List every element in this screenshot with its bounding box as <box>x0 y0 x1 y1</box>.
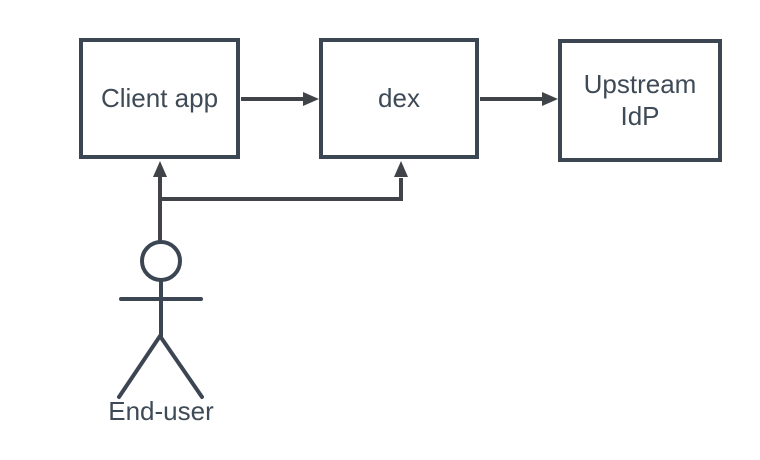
actor-end-user-label: End-user <box>108 396 214 426</box>
edge-end-user-to-client-app <box>153 161 167 241</box>
person-icon <box>117 240 204 399</box>
node-dex-label: dex <box>378 82 420 113</box>
node-dex: dex <box>319 38 479 159</box>
edge-end-user-to-dex <box>160 161 408 201</box>
edge-dex-to-upstream-idp <box>480 92 558 106</box>
person-head <box>140 240 182 282</box>
person-legs <box>117 332 204 399</box>
node-upstream-idp: Upstream IdP <box>558 39 722 162</box>
node-client-app-label: Client app <box>100 82 219 113</box>
node-client-app: Client app <box>79 38 240 159</box>
node-upstream-idp-label: Upstream IdP <box>583 68 697 131</box>
edge-client-app-to-dex <box>241 92 319 106</box>
